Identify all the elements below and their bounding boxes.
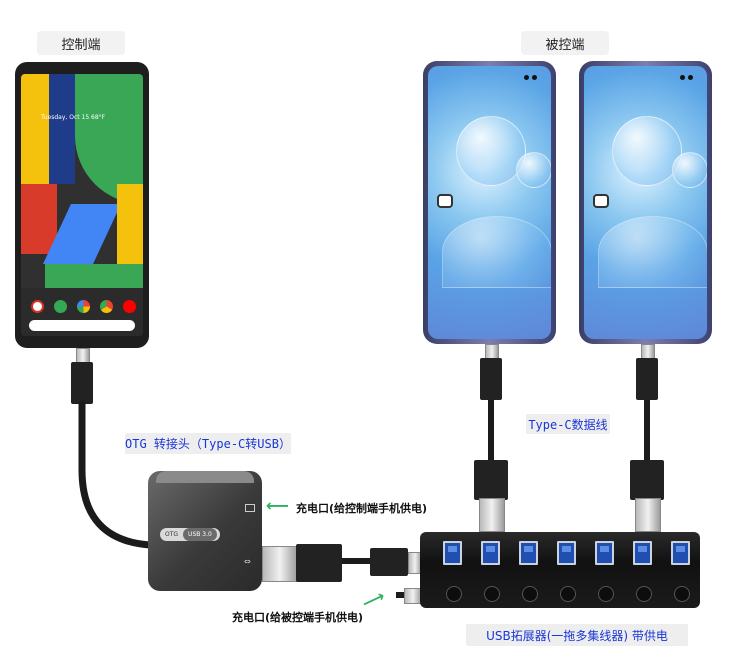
hub-switch-6[interactable] — [636, 586, 652, 602]
hub-switch-4[interactable] — [560, 586, 576, 602]
arrow-left-icon: ⟵ — [266, 496, 289, 515]
otg-to-hub-cable — [342, 558, 372, 564]
controlled-cable-1 — [488, 400, 494, 462]
hub-input-plug — [370, 548, 408, 576]
hub-port-5[interactable] — [595, 541, 614, 565]
arrow-diagonal-icon: ⟶ — [358, 586, 388, 614]
controlled-phone-2-screen — [584, 66, 707, 339]
chrome-icon[interactable] — [100, 300, 113, 313]
hub-port-1[interactable] — [443, 541, 462, 565]
typec-cable-label: Type-C数据线 — [526, 414, 610, 434]
typec-plug-body-controlled-1 — [480, 358, 502, 400]
usb-a-plug-metal-2 — [635, 498, 661, 532]
controlled-phone-2 — [579, 61, 712, 344]
charge-controlled-note: 充电口(给被控端手机供电) — [232, 611, 364, 624]
google-search-bar[interactable] — [29, 320, 135, 331]
robot-icon — [593, 194, 609, 208]
usb-hub — [420, 532, 700, 608]
controller-label: 控制端 — [37, 31, 125, 55]
hub-switch-7[interactable] — [674, 586, 690, 602]
hub-port-4[interactable] — [557, 541, 576, 565]
usb-a-plug-body-2 — [630, 460, 664, 500]
usb-a-plug-body-otg — [296, 544, 342, 582]
usb-version-text: USB 3.0 — [183, 528, 217, 541]
maps-icon[interactable] — [54, 300, 67, 313]
usb-port-icon: ⇔ — [244, 557, 251, 566]
charge-controller-note: 充电口(给控制端手机供电) — [296, 502, 428, 515]
hub-port-2[interactable] — [481, 541, 500, 565]
robot-icon — [437, 194, 453, 208]
otg-adapter: OTG USB 3.0 ⇔ — [148, 471, 262, 591]
otg-text: OTG — [165, 531, 179, 538]
gmail-icon[interactable] — [31, 300, 44, 313]
hub-label: USB拓展器(一拖多集线器) 带供电 — [466, 624, 688, 646]
controlled-cable-2 — [644, 400, 650, 462]
photos-icon[interactable] — [77, 300, 90, 313]
usb-a-plug-body-1 — [474, 460, 508, 500]
controlled-phone-1-screen — [428, 66, 551, 339]
hub-switch-2[interactable] — [484, 586, 500, 602]
otg-badge: OTG USB 3.0 — [160, 528, 220, 541]
date-weather-text: Tuesday, Oct 15 68°F — [41, 114, 106, 121]
controller-phone-screen: Tuesday, Oct 15 68°F — [21, 74, 143, 336]
controlled-label: 被控端 — [521, 31, 609, 55]
youtube-icon[interactable] — [123, 300, 136, 313]
hub-port-7[interactable] — [671, 541, 690, 565]
typec-plug-body-controlled-2 — [636, 358, 658, 400]
typec-plug-body-controller — [71, 362, 93, 404]
hub-switch-5[interactable] — [598, 586, 614, 602]
hub-port-3[interactable] — [519, 541, 538, 565]
charge-port-icon — [245, 504, 255, 512]
controlled-phone-1 — [423, 61, 556, 344]
hub-switch-3[interactable] — [522, 586, 538, 602]
hub-port-6[interactable] — [633, 541, 652, 565]
usb-a-plug-metal-otg — [262, 546, 298, 582]
usb-a-plug-metal-1 — [479, 498, 505, 532]
hub-switch-1[interactable] — [446, 586, 462, 602]
controller-phone: Tuesday, Oct 15 68°F — [15, 62, 149, 348]
otg-label: OTG 转接头（Type-C转USB） — [125, 433, 291, 454]
